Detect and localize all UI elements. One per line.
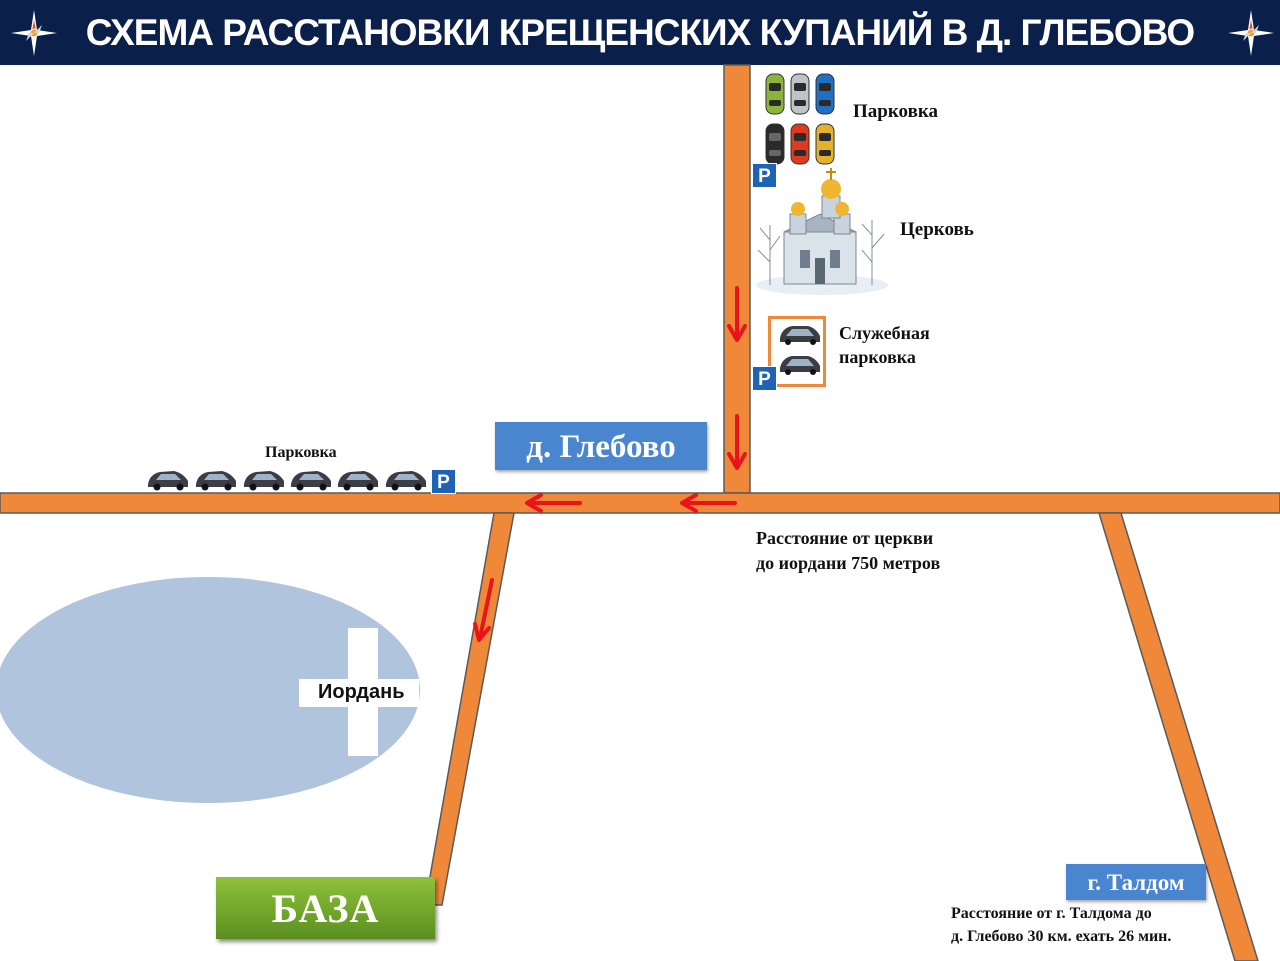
car-icon	[780, 356, 820, 375]
distance-church-line1: Расстояние от церкви	[756, 528, 934, 548]
car-icon	[765, 123, 785, 165]
car-icon	[815, 123, 835, 165]
church-label: Церковь	[900, 219, 974, 240]
base-label: БАЗА	[216, 877, 435, 939]
compass-rose-icon	[1228, 10, 1274, 56]
car-icon	[291, 471, 331, 491]
car-icon	[765, 73, 785, 115]
village-label: д. Глебово	[495, 422, 707, 470]
car-icon	[386, 471, 426, 491]
church-icon	[756, 168, 888, 295]
parking-left-label: Парковка	[265, 444, 337, 461]
direction-arrow-icon	[525, 493, 582, 513]
parking-sign-icon: P	[431, 469, 456, 494]
car-icon	[780, 326, 820, 345]
car-icon	[815, 73, 835, 115]
parking-sign-icon: P	[752, 163, 777, 188]
service-parking-label-line2: парковка	[839, 347, 916, 367]
service-parking-label-line1: Служебная	[839, 323, 930, 343]
distance-taldom-line1: Расстояние от г. Талдома до	[951, 905, 1152, 922]
car-icon	[196, 471, 236, 491]
direction-arrow-icon	[473, 578, 494, 642]
car-icon	[790, 73, 810, 115]
car-icon	[790, 123, 810, 165]
car-icon	[148, 471, 188, 491]
road-to-base	[424, 512, 515, 906]
distance-church-line2: до иордани 750 метров	[756, 553, 941, 573]
direction-arrow-icon	[680, 493, 737, 513]
parking-sign-icon: P	[752, 366, 777, 391]
page-title: СХЕМА РАССТАНОВКИ КРЕЩЕНСКИХ КУПАНИЙ В Д…	[85, 12, 1195, 53]
jordan-cross-horizontal	[299, 679, 419, 707]
service-parking-area	[768, 316, 826, 387]
car-icon	[244, 471, 284, 491]
distance-taldom-line2: д. Глебово 30 км. ехать 26 мин.	[951, 928, 1172, 945]
lake	[0, 577, 420, 803]
taldom-label: г. Талдом	[1066, 864, 1206, 900]
direction-arrow-icon	[727, 414, 747, 470]
header-bar: СХЕМА РАССТАНОВКИ КРЕЩЕНСКИХ КУПАНИЙ В Д…	[0, 0, 1280, 65]
car-icon	[338, 471, 378, 491]
parking-top-label: Парковка	[853, 101, 938, 122]
road-main	[0, 492, 1280, 514]
jordan-label: Иордань	[318, 681, 405, 703]
direction-arrow-icon	[727, 286, 747, 342]
compass-rose-icon	[11, 10, 57, 56]
road-to-taldom	[1097, 512, 1259, 961]
